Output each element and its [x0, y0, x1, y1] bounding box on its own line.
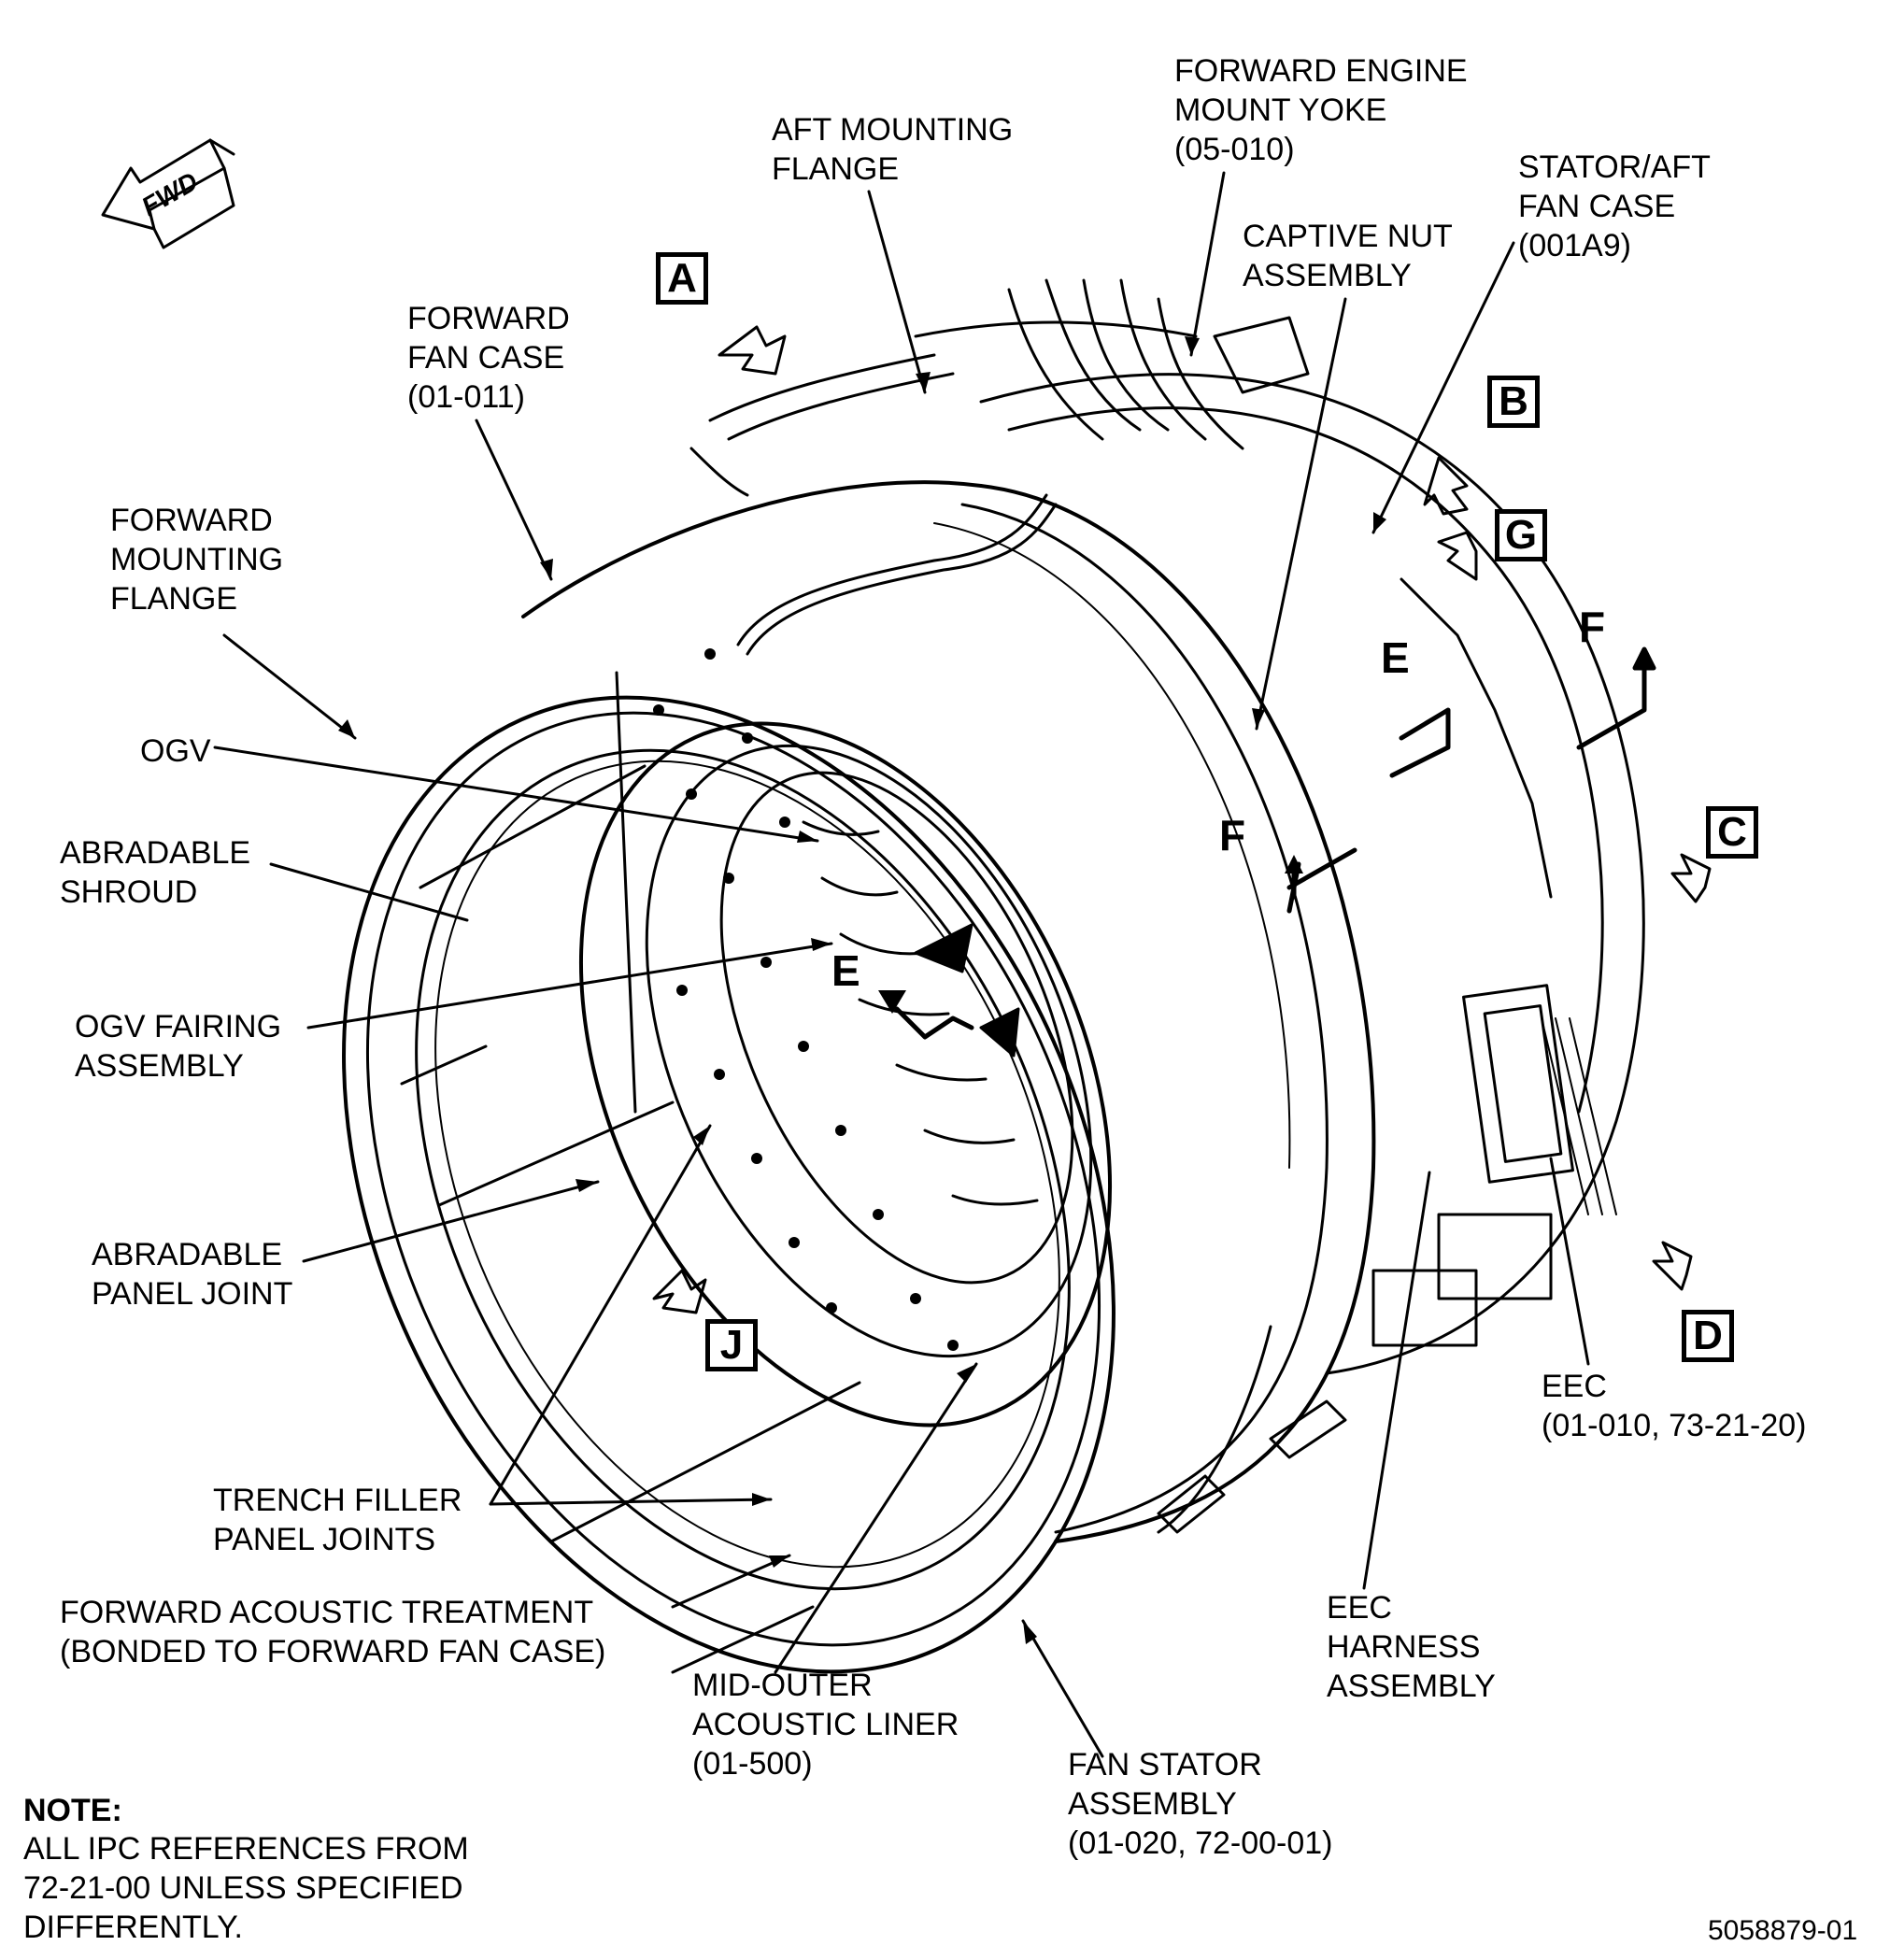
- ogv-vanes: [802, 820, 1039, 1206]
- label-ogv: OGV: [140, 733, 211, 769]
- view-c-arrow: [1670, 853, 1712, 903]
- label-fan-stator-assembly: FAN STATOR ASSEMBLY (01-020, 72-00-01): [1068, 1747, 1333, 1861]
- view-arrows: [652, 325, 1712, 1314]
- note-title: NOTE:: [23, 1793, 122, 1828]
- leader-lines: [213, 171, 1590, 1758]
- label-aft-mounting-flange: AFT MOUNTING FLANGE: [772, 112, 1014, 187]
- fan-stator-flange-bottom: [1157, 1399, 1347, 1534]
- note-body: ALL IPC REFERENCES FROM 72-21-00 UNLESS …: [23, 1831, 469, 1945]
- stator-aft-fan-case: [979, 373, 1645, 1375]
- leader-fan-stator-assembly: [1021, 1619, 1104, 1758]
- view-box-j: J: [705, 1319, 758, 1371]
- figure-number: 5058879-01: [1708, 1915, 1858, 1946]
- top-harness-tubes: [689, 278, 1310, 656]
- section-cut-lines: [878, 646, 1656, 1040]
- panel-joint-lines: [400, 671, 861, 1674]
- label-trench-filler-panel-joints: TRENCH FILLER PANEL JOINTS: [213, 1483, 462, 1557]
- view-j-arrow: [652, 1269, 707, 1314]
- leader-eec-harness-assembly: [1362, 1171, 1431, 1590]
- view-b-arrow: [1423, 456, 1469, 516]
- view-g-arrow: [1437, 531, 1478, 581]
- view-box-d: D: [1682, 1310, 1734, 1362]
- label-forward-engine-mount-yoke: FORWARD ENGINE MOUNT YOKE (05-010): [1174, 53, 1468, 167]
- leader-abradable-panel-joint: [302, 1180, 600, 1263]
- leader-forward-acoustic-treatment: [671, 1554, 791, 1609]
- section-ref-e-mid: E: [831, 946, 860, 995]
- leader-abradable-shroud: [269, 862, 469, 922]
- view-box-b: B: [1487, 376, 1540, 428]
- leader-trench-filler-1: [489, 1124, 712, 1506]
- label-forward-mounting-flange: FORWARD MOUNTING FLANGE: [110, 503, 284, 617]
- section-ref-f-left: F: [1219, 811, 1246, 859]
- label-ogv-fairing-assembly: OGV FAIRING ASSEMBLY: [75, 1009, 282, 1084]
- view-box-a: A: [656, 252, 708, 305]
- label-eec: EEC (01-010, 73-21-20): [1542, 1369, 1807, 1443]
- leader-forward-mounting-flange: [222, 633, 357, 740]
- label-mid-outer-acoustic-liner: MID-OUTER ACOUSTIC LINER (01-500): [692, 1668, 959, 1782]
- label-eec-harness-assembly: EEC HARNESS ASSEMBLY: [1327, 1590, 1496, 1704]
- forward-fan-case-body: [521, 480, 1376, 1543]
- view-d-arrow: [1652, 1241, 1693, 1291]
- liner-fastener-dots: [653, 648, 959, 1351]
- leader-stator-aft-fan-case: [1371, 241, 1515, 534]
- section-ref-e-top: E: [1381, 633, 1410, 682]
- fwd-arrow-icon: [101, 138, 235, 249]
- label-forward-acoustic-treatment: FORWARD ACOUSTIC TREATMENT (BONDED TO FO…: [60, 1595, 606, 1669]
- leader-ogv-fairing-assembly: [306, 942, 833, 1030]
- leader-mid-outer-acoustic-liner: [774, 1362, 978, 1674]
- view-a-arrow: [718, 325, 787, 376]
- leader-aft-mounting-flange: [867, 190, 927, 394]
- label-stator-aft-fan-case: STATOR/AFT FAN CASE (001A9): [1518, 149, 1711, 263]
- leader-forward-fan-case: [475, 419, 553, 581]
- label-captive-nut-assembly: CAPTIVE NUT ASSEMBLY: [1243, 219, 1453, 293]
- label-abradable-panel-joint: ABRADABLE PANEL JOINT: [92, 1237, 293, 1312]
- leader-captive-nut-assembly: [1255, 297, 1347, 731]
- label-forward-fan-case: FORWARD FAN CASE (01-011): [407, 301, 570, 415]
- mid-outer-acoustic-liner-band: [579, 721, 1112, 1427]
- leader-trench-filler-2: [489, 1498, 773, 1506]
- leader-arrowheads: [338, 336, 1386, 1644]
- leader-eec: [1549, 1157, 1590, 1366]
- leader-ogv: [213, 746, 819, 843]
- leader-forward-engine-mount-yoke: [1189, 171, 1226, 357]
- view-box-g: G: [1495, 509, 1547, 561]
- label-abradable-shroud: ABRADABLE SHROUD: [60, 835, 251, 910]
- section-ref-f-top: F: [1579, 603, 1606, 651]
- view-box-c: C: [1706, 806, 1758, 859]
